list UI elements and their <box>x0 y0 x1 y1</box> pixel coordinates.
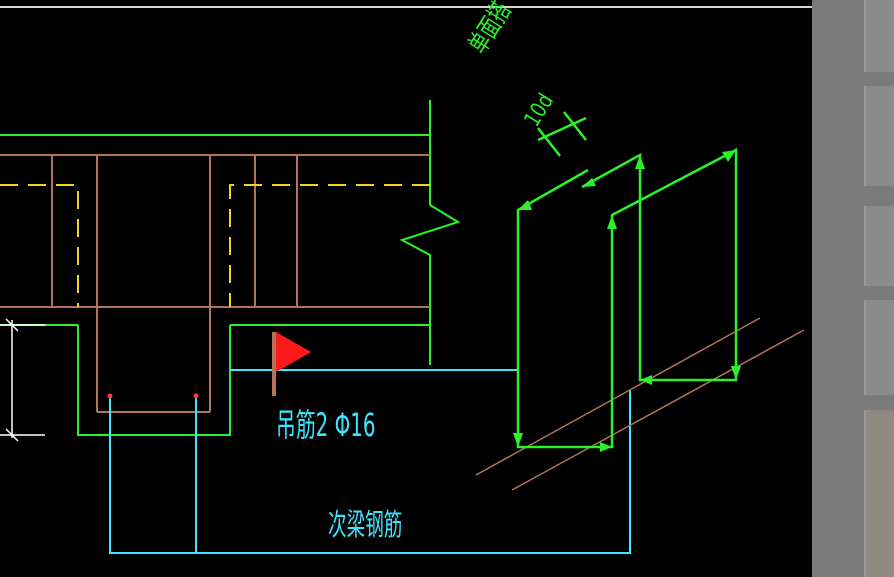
main-beam-outline <box>0 100 461 436</box>
diagonal-beam-lines <box>475 317 805 491</box>
hanger-rebar-label: 吊筋2 Φ16 <box>276 406 376 444</box>
beam-stirrups <box>0 154 430 413</box>
hanger-rebar-3d <box>516 111 738 449</box>
arrow-heads <box>513 150 741 452</box>
side-panel-box-1 <box>864 0 894 72</box>
left-dimension <box>0 318 45 442</box>
side-panel-box-5 <box>864 410 894 577</box>
secondary-beam-label: 次梁钢筋 <box>328 508 403 543</box>
side-panel-box-2 <box>864 86 894 186</box>
drawing-svg <box>0 100 805 554</box>
side-panel <box>812 0 894 577</box>
cad-drawing-canvas: 吊筋2 Φ16 次梁钢筋 单面搭 10d <box>0 0 812 554</box>
rebar-dot-left <box>107 393 113 399</box>
flag-marker <box>272 332 311 396</box>
rebar-dot-right <box>193 393 199 399</box>
yellow-dashed-bars <box>0 184 430 307</box>
side-panel-box-3 <box>864 206 894 286</box>
top-border-line <box>0 6 812 8</box>
side-panel-box-4 <box>864 300 894 395</box>
